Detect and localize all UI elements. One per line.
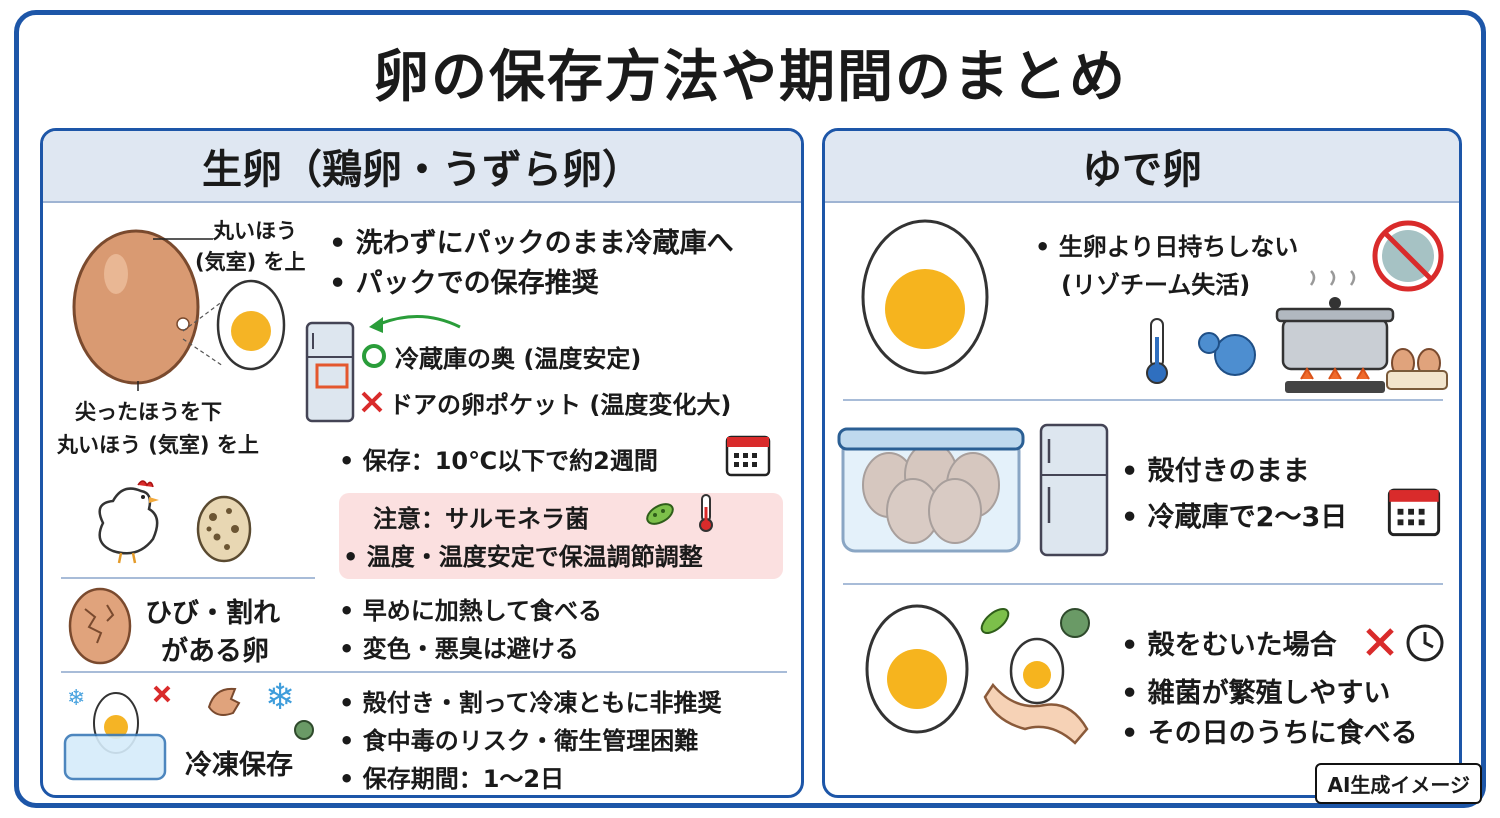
no-bacteria-icon (1372, 220, 1444, 292)
pointer-lines (137, 238, 224, 391)
broken-bacteria-icon (1198, 332, 1256, 376)
boiled-s2-line1: • 殻付きのまま (1121, 456, 1310, 487)
cross-icon (1366, 628, 1394, 656)
chicken-icon (98, 480, 159, 564)
boiled-egg-half-icon (216, 279, 286, 371)
calendar-icon (725, 435, 771, 477)
boiled-s3-line2: • 雑菌が繁殖しやすい (1121, 678, 1391, 709)
egg-top-label-1: 丸いほう (213, 219, 297, 243)
freeze-bullet-1: • 殻付き・割って冷凍ともに非推奨 (339, 689, 722, 717)
cross-icon (361, 391, 383, 413)
freeze-bullet-2: • 食中毒のリスク・衛生管理困難 (339, 727, 699, 755)
raw-egg-heading: 生卵（鶏卵・うずら卵） (43, 131, 801, 203)
pot-on-stove-icon (1275, 270, 1395, 393)
quail-egg-icon (196, 495, 252, 563)
boiled-s2-line2: • 冷蔵庫で2〜3日 (1121, 502, 1348, 533)
egg-top-label-2: (気室) を上 (195, 250, 306, 274)
egg-bottom-label-2: 丸いほう (気室) を上 (57, 433, 259, 457)
egg-container-icon (837, 427, 1025, 553)
snowflake-icon: ❄ (265, 677, 296, 718)
raw-bullet-1: • 洗わずにパックのまま冷蔵庫へ (329, 228, 734, 259)
egg-icon (72, 229, 200, 385)
cracked-label-1: ひび・割れ (145, 598, 280, 629)
freeze-bullet-3: • 保存期間：1〜2日 (339, 765, 565, 793)
bacteria-icon (294, 720, 314, 740)
hand-holding-egg-icon (980, 608, 1090, 745)
cracked-bullet-1: • 早めに加熱して食べる (339, 597, 602, 625)
divider (61, 671, 787, 673)
divider (843, 583, 1443, 585)
page-title: 卵の保存方法や期間のまとめ (373, 45, 1127, 110)
ai-generated-badge: AI生成イメージ (1315, 763, 1482, 804)
cracked-label-2: がある卵 (161, 636, 269, 667)
fridge-icon (1039, 423, 1109, 557)
freeze-label: 冷凍保存 (185, 750, 293, 781)
calendar-icon (1387, 488, 1441, 537)
storage-period: • 保存：10℃以下で約2週間 (339, 447, 658, 475)
boiled-s1-line2: (リゾチーム失活) (1061, 271, 1251, 299)
boiled-egg-icon (861, 219, 989, 375)
boiled-s3-line3: • その日のうちに食べる (1121, 718, 1418, 749)
bacteria-icon (646, 503, 674, 525)
boiled-egg-panel: ゆで卵 • 生卵より日持ちしない (リゾチーム失活) (822, 128, 1462, 798)
notice-title: 注意：サルモネラ菌 (373, 505, 589, 533)
egg-carton-icon (1386, 348, 1448, 390)
freezer-container-icon: ❄ (63, 685, 171, 781)
fridge-icon (305, 321, 355, 423)
clock-icon (1406, 624, 1444, 662)
arrow-icon (369, 315, 461, 333)
cracked-egg-icon (68, 587, 132, 665)
thermometer-icon (1146, 318, 1168, 384)
svg-text:❄: ❄ (67, 686, 85, 711)
divider (61, 577, 315, 579)
thermometer-icon (699, 494, 713, 532)
boiled-egg-icon (865, 604, 969, 734)
fridge-good: 冷蔵庫の奥 (温度安定) (395, 345, 642, 373)
check-circle-icon (362, 344, 386, 368)
cracked-bullet-2: • 変色・悪臭は避ける (339, 635, 579, 663)
egg-bottom-label-1: 尖ったほうを下 (75, 400, 222, 424)
boiled-s3-line1: • 殻をむいた場合 (1121, 630, 1337, 661)
broken-shell-icon (207, 687, 241, 716)
boiled-s1-line1: • 生卵より日持ちしない (1035, 233, 1299, 261)
divider (843, 399, 1443, 401)
raw-bullet-2: • パックでの保存推奨 (329, 268, 599, 299)
raw-egg-panel: 生卵（鶏卵・うずら卵） 丸いほう (気室) を上 尖ったほうを下 丸いほう (気… (40, 128, 804, 798)
notice-text: • 温度・温度安定で保温調節調整 (343, 543, 703, 571)
fridge-bad: ドアの卵ポケット (温度変化大) (389, 391, 732, 419)
boiled-egg-heading: ゆで卵 (825, 131, 1459, 203)
